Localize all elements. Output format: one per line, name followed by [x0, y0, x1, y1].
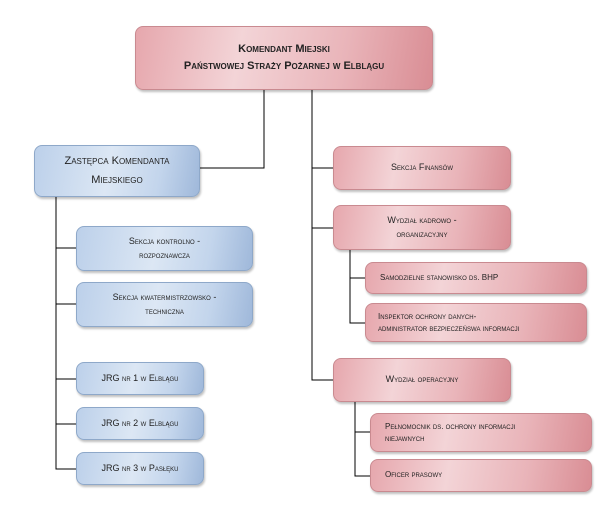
unit-hr: Wydział kadrowo - organizacyjny [333, 205, 511, 250]
connector-hr-subunits [349, 250, 365, 324]
unit-bhp: Samodzielne stanowisko ds. BHP [365, 262, 587, 294]
deputy-line2: Miejskiego [91, 174, 143, 186]
commandant-title: Komendant Miejski [238, 42, 330, 55]
unit-label: Samodzielne stanowisko ds. BHP [380, 272, 499, 282]
connector-top-to-right-units [311, 90, 333, 381]
unit-jrg1: JRG nr 1 w Elblągu [76, 362, 204, 395]
unit-label: Wydział kadrowo - [387, 214, 457, 225]
unit-label: JRG nr 1 w Elblągu [101, 372, 179, 383]
unit-quartermaster-section: Sekcja kwatermistrzowsko - techniczna [76, 282, 253, 327]
unit-operations: Wydział operacyjny [333, 358, 511, 402]
unit-label: Wydział operacyjny [385, 374, 459, 385]
unit-press-officer: Oficer prasowy [370, 459, 592, 492]
unit-label: JRG nr 3 w Pasłęku [101, 462, 179, 473]
unit-label: techniczna [145, 305, 184, 316]
unit-jrg3: JRG nr 3 w Pasłęku [76, 452, 204, 485]
unit-jrg2: JRG nr 2 w Elblągu [76, 407, 204, 440]
connector-operations-subunits [354, 402, 370, 477]
unit-label: Inspektor ochrony danych- [378, 312, 477, 322]
commandant-subtitle: Państwowej Straży Pożarnej w Elblągu [183, 60, 385, 72]
unit-label: administrator bezpieczeńswa informacji [378, 323, 520, 333]
unit-label: Oficer prasowy [385, 470, 443, 480]
unit-control-section: Sekcja kontrolno - rozpoznawcza [76, 226, 253, 271]
commandant-box: Komendant Miejski Państwowej Straży Poża… [135, 26, 433, 90]
unit-label: organizacyjny [396, 228, 448, 239]
unit-label: Pełnomocnik ds. ochrony informacji [385, 421, 516, 431]
unit-label: Sekcja kwatermistrzowsko - [112, 291, 217, 302]
unit-plenipotentiary: Pełnomocnik ds. ochrony informacji nieja… [370, 413, 592, 452]
unit-finance: Sekcja Finansów [333, 146, 511, 190]
unit-label: Sekcja kontrolno - [128, 235, 201, 246]
deputy-box: Zastępca Komendanta Miejskiego [34, 145, 200, 197]
connector-top-to-deputy [200, 90, 265, 169]
unit-label: JRG nr 2 w Elblągu [101, 417, 179, 428]
deputy-line1: Zastępca Komendanta [64, 155, 170, 168]
unit-label: Sekcja Finansów [390, 162, 453, 173]
unit-label: rozpoznawcza [139, 249, 190, 260]
unit-data-inspector: Inspektor ochrony danych- administrator … [365, 303, 587, 342]
unit-label: niejawnych [385, 433, 425, 443]
connector-deputy-to-units [55, 197, 76, 470]
